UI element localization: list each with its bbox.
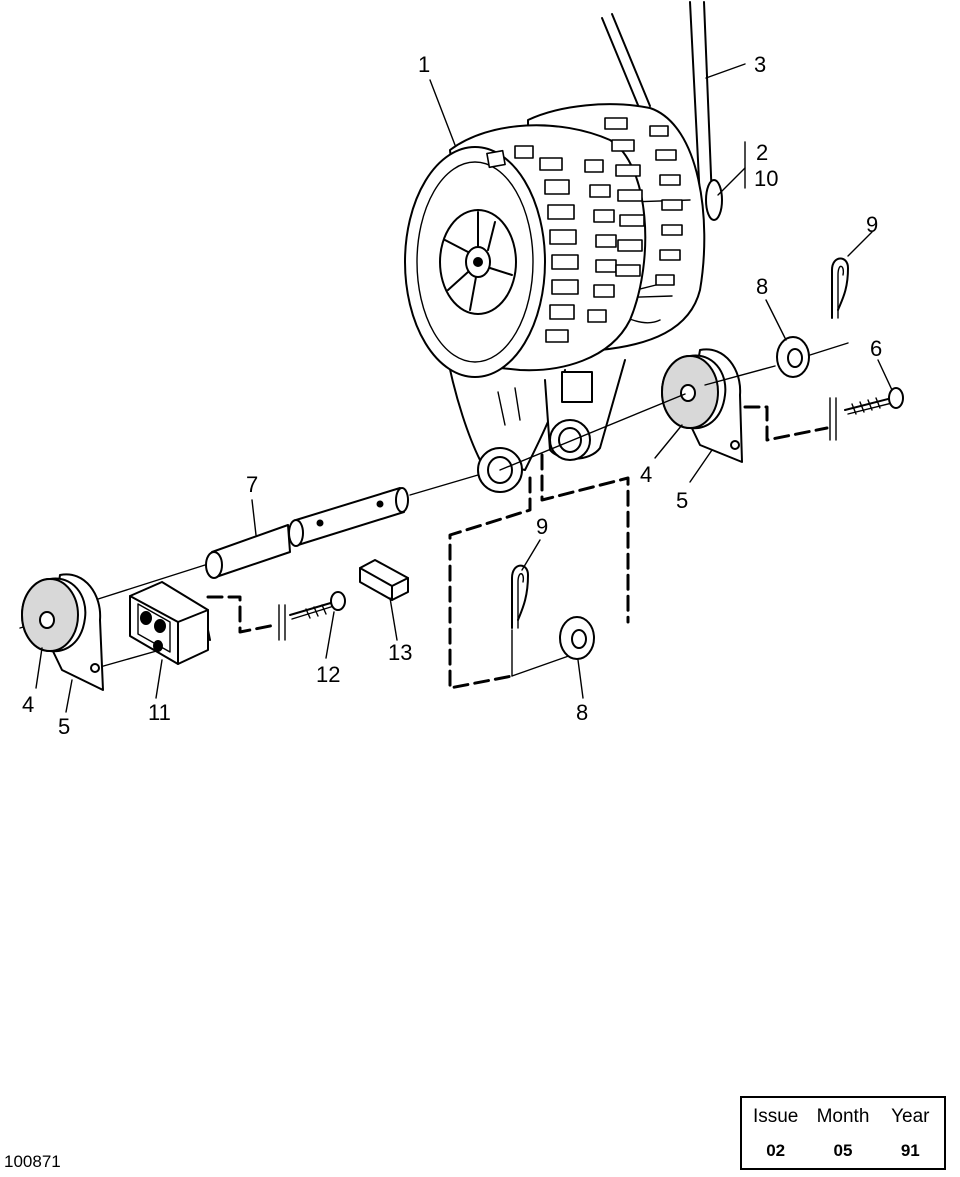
clamp-block-11 xyxy=(99,581,211,668)
callout-8-right: 8 xyxy=(756,274,769,299)
callout-8-center: 8 xyxy=(576,700,589,725)
washer-8-right xyxy=(776,336,810,378)
screw-6 xyxy=(844,387,904,415)
callout-2: 2 xyxy=(756,140,769,165)
callout-10: 10 xyxy=(754,166,779,191)
year-header: Year xyxy=(891,1106,930,1127)
assembly-dashed-link-center xyxy=(448,453,630,690)
block-13 xyxy=(359,559,409,601)
screw-12 xyxy=(289,591,346,620)
alternator xyxy=(404,103,706,493)
callout-3: 3 xyxy=(754,52,767,77)
callout-7: 7 xyxy=(246,472,259,497)
alternator-rear-vent-slots xyxy=(604,117,683,286)
month-header: Month xyxy=(816,1106,870,1127)
split-pin-9-right xyxy=(831,257,849,319)
issue-value: 02 xyxy=(766,1141,786,1160)
callout-13: 13 xyxy=(388,640,413,665)
leader-lines xyxy=(35,63,893,713)
callout-12: 12 xyxy=(316,662,341,687)
drawing-number: 100871 xyxy=(4,1152,61,1171)
drive-belt xyxy=(601,1,723,221)
callout-9-right: 9 xyxy=(866,212,879,237)
year-value: 91 xyxy=(900,1141,920,1160)
washer-8-center xyxy=(559,616,595,660)
callout-1: 1 xyxy=(418,52,431,77)
left-mount-bracket xyxy=(21,573,104,691)
assembly-dashed-link-left xyxy=(206,595,286,641)
issue-table: Issue Month Year 02 05 91 xyxy=(740,1096,946,1170)
pivot-shaft xyxy=(205,487,409,579)
split-pin-9-center xyxy=(511,564,529,677)
callout-4-right: 4 xyxy=(640,462,653,487)
callout-5-left: 5 xyxy=(58,714,71,739)
callout-6: 6 xyxy=(870,336,883,361)
callout-4-left: 4 xyxy=(22,692,35,717)
callout-9-center: 9 xyxy=(536,514,549,539)
issue-header: Issue xyxy=(752,1106,799,1127)
callout-11: 11 xyxy=(148,700,171,725)
callout-5-right: 5 xyxy=(676,488,689,513)
issue-table-value-row: 02 05 91 xyxy=(742,1136,944,1166)
month-value: 05 xyxy=(833,1141,853,1160)
issue-table-header-row: Issue Month Year xyxy=(742,1098,944,1136)
right-mount-bracket xyxy=(661,348,837,463)
